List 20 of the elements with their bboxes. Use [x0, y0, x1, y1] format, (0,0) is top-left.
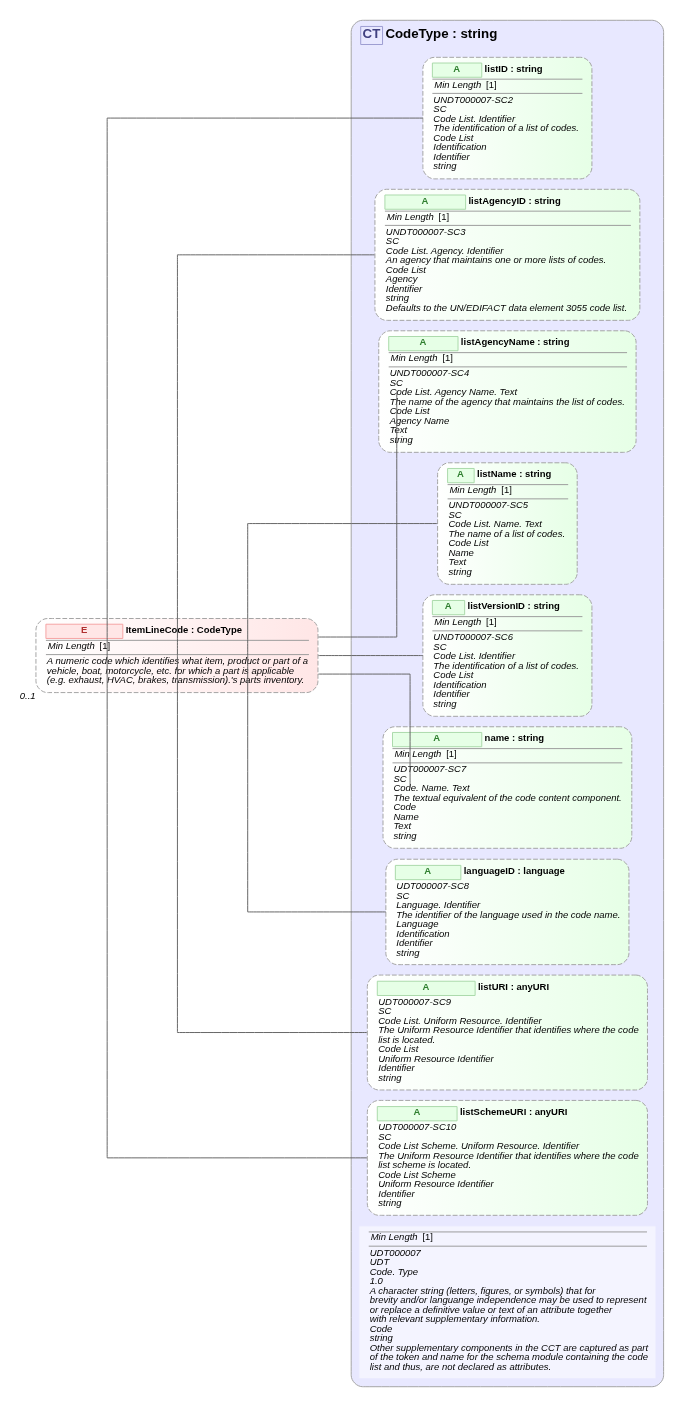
connector [106, 655, 367, 1159]
connector [246, 655, 386, 913]
node-box: A languageID : language UDT000007-SC8 SC Language. Identifier The identifier of the language used in the code name. Language Identification Identifier string [384, 858, 629, 966]
connector [176, 254, 375, 657]
node-box: A listID : string Min Length [1] UNDT000007-SC2 SC Code List. Identifier The identification of a list of codes. Code List Identification Identifier string [421, 56, 592, 180]
node-box: A listAgencyID : string Min Length [1] UNDT000007-SC3 SC Code List. Agency. Identifier An agency that maintains one or more lists of codes. Code List Agency Identifier string Defaults to the UN/EDIFACT data element 3055 code list. [373, 188, 640, 321]
node-box: A listAgencyName : string Min Length [1] UNDT000007-SC4 SC Code List. Agency Name. Text The name of the agency that maintains the list of codes. Code List Agency Name Text string [377, 330, 637, 453]
connector [106, 117, 423, 657]
node-box: E ItemLineCode : CodeType Min Length [1] A numeric code which identifies what item, product or part of a vehicle, boat, motorcycle, etc. for which a part is applicable (e.g. exhaust, HVAC, brakes, transmission).'s parts inventory. [34, 618, 318, 694]
node-box: A listName : string Min Length [1] UNDT000007-SC5 SC Code List. Name. Text The name of a list of codes. Code List Name Text string [436, 462, 578, 585]
node-box: A listURI : anyURI UDT000007-SC9 SC Code List. Uniform Resource. Identifier The Uniform Resource Identifier that identifies where the code list is located. Code List Uniform Resource Identifier Identifier string [366, 974, 648, 1091]
node-box: A listVersionID : string Min Length [1] UNDT000007-SC6 SC Code List. Identifier The identification of a list of codes. Code List Identification Identifier string [421, 594, 592, 717]
connector [176, 655, 367, 1033]
connector [317, 391, 397, 638]
connector [317, 655, 423, 657]
connector [317, 673, 411, 788]
node-label: 0..1 [19, 690, 36, 702]
node-box: A listSchemeURI : anyURI UDT000007-SC10 SC Code List Scheme. Uniform Resource. Identifier The Uniform Resource Identifier that identifies where the code list scheme is located. Code List Scheme Uniform Resource Identifier Identifier string [366, 1099, 648, 1216]
node-box: A name : string Min Length [1] UDT000007-SC7 SC Code. Name. Text The textual equivalent of the code content component. Code Name Text string [382, 726, 632, 849]
connector [246, 523, 438, 657]
